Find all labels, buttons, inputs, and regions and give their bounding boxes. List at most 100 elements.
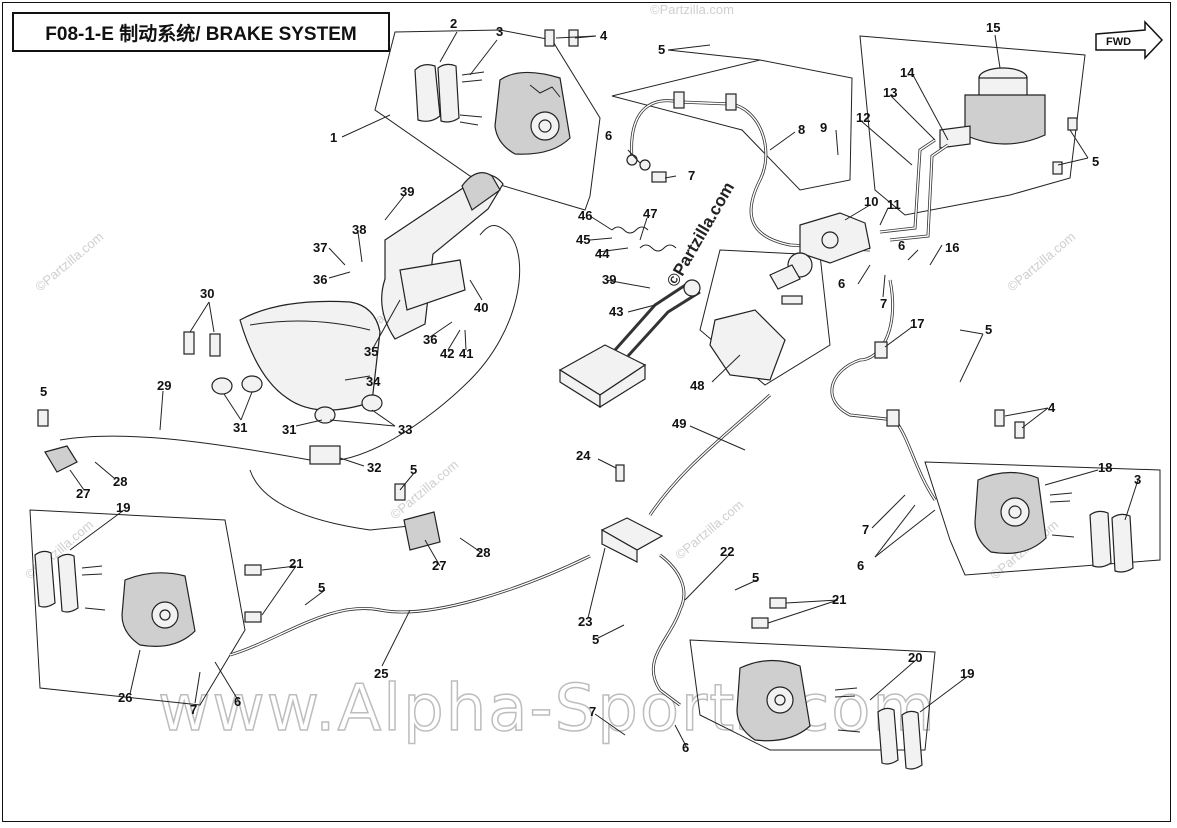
callout-numbers: 1 2 3 4 5 6 7 8 9 10 11 12 13 14 15 5 6 … [40, 16, 1141, 755]
fwd-label: FWD [1106, 36, 1131, 48]
callout-40: 40 [474, 300, 488, 315]
callout-49: 49 [672, 416, 686, 431]
front-brake-hose-8 [626, 91, 871, 252]
callout-45: 45 [576, 232, 590, 247]
callout-33: 33 [398, 422, 412, 437]
callout-20: 20 [908, 650, 922, 665]
callout-16: 16 [945, 240, 959, 255]
pedal-master-cylinder [769, 212, 871, 305]
bolts-4-right [994, 409, 1025, 439]
watermark-logo-top: ©Partzilla.com [650, 2, 734, 17]
pedal-springs [611, 226, 677, 252]
callout-5: 5 [592, 632, 599, 647]
callout-26: 26 [118, 690, 132, 705]
callout-48: 48 [690, 378, 704, 393]
callout-47: 47 [643, 206, 657, 221]
callout-5: 5 [318, 580, 325, 595]
callout-28: 28 [476, 545, 490, 560]
callout-5: 5 [1092, 154, 1099, 169]
callout-19: 19 [116, 500, 130, 515]
callout-46: 46 [578, 208, 592, 223]
callout-15: 15 [986, 20, 1000, 35]
callout-7: 7 [862, 522, 869, 537]
callout-18: 18 [1098, 460, 1112, 475]
parking-lever-mid [394, 483, 441, 551]
callout-6: 6 [857, 558, 864, 573]
callout-6: 6 [898, 238, 905, 253]
callout-7: 7 [880, 296, 887, 311]
callout-5: 5 [658, 42, 665, 57]
brake-pad-left-1 [414, 64, 441, 122]
rear-left-caliper-assembly [34, 550, 262, 647]
page-title: F08-1-E 制动系统/ BRAKE SYSTEM [12, 12, 390, 52]
callout-2: 2 [450, 16, 457, 31]
callout-24: 24 [576, 448, 591, 463]
watermark-logo-center: ©Partzilla.com [663, 179, 738, 290]
callout-29: 29 [157, 378, 171, 393]
callout-5: 5 [985, 322, 992, 337]
front-left-caliper-assembly [414, 63, 571, 155]
callout-21: 21 [289, 556, 303, 571]
callout-6: 6 [838, 276, 845, 291]
callout-35: 35 [364, 344, 378, 359]
rigid-brake-lines [879, 138, 949, 242]
callout-3: 3 [1134, 472, 1141, 487]
rear-right-caliper-assembly [736, 597, 923, 770]
callout-41: 41 [459, 346, 473, 361]
callout-17: 17 [910, 316, 924, 331]
leader-lines [69, 31, 1139, 747]
handbrake-cable-29 [59, 225, 521, 531]
caliper-front-left [494, 71, 571, 155]
callout-23: 23 [578, 614, 592, 629]
parking-lever-left [37, 409, 78, 473]
watermark-logo-lower-mid: ©Partzilla.com [672, 497, 746, 562]
callout-9: 9 [820, 120, 827, 135]
callout-31: 31 [282, 422, 296, 437]
callout-22: 22 [720, 544, 734, 559]
callout-39: 39 [400, 184, 414, 199]
callout-27: 27 [432, 558, 446, 573]
callout-38: 38 [352, 222, 366, 237]
callout-19: 19 [960, 666, 974, 681]
callout-4: 4 [600, 28, 608, 43]
callout-25: 25 [374, 666, 388, 681]
callout-7: 7 [190, 702, 197, 717]
callout-6: 6 [682, 740, 689, 755]
callout-42: 42 [440, 346, 454, 361]
master-cylinder-reservoir [939, 67, 1078, 175]
rear-brake-hose-17 [830, 279, 937, 501]
callout-36: 36 [423, 332, 437, 347]
callout-14: 14 [900, 65, 915, 80]
callout-7: 7 [688, 168, 695, 183]
callout-5: 5 [410, 462, 417, 477]
watermark-alpha-sports: www.Alpha-Sports.com [158, 672, 937, 746]
callout-27: 27 [76, 486, 90, 501]
watermark-logo-left: ©Partzilla.com [32, 229, 106, 294]
callout-36: 36 [313, 272, 327, 287]
bracket-48 [709, 309, 786, 381]
callout-5: 5 [752, 570, 759, 585]
watermark-logo-right: ©Partzilla.com [1004, 229, 1078, 294]
callout-3: 3 [496, 24, 503, 39]
callout-8: 8 [798, 122, 805, 137]
callout-34: 34 [366, 374, 381, 389]
callout-4: 4 [1048, 400, 1056, 415]
callout-5: 5 [40, 384, 47, 399]
brake-pedal [558, 279, 701, 409]
cable-guide-32 [309, 445, 341, 465]
callout-43: 43 [609, 304, 623, 319]
callout-12: 12 [856, 110, 870, 125]
callout-30: 30 [200, 286, 214, 301]
callout-6: 6 [234, 694, 241, 709]
handbrake-cover [183, 300, 383, 424]
callout-44: 44 [595, 246, 610, 261]
handbrake-lever [381, 172, 504, 340]
callout-37: 37 [313, 240, 327, 255]
callout-32: 32 [367, 460, 381, 475]
callout-1: 1 [330, 130, 337, 145]
callout-10: 10 [864, 194, 878, 209]
rear-brake-lines [229, 393, 772, 707]
callout-39: 39 [602, 272, 616, 287]
callout-21: 21 [832, 592, 846, 607]
